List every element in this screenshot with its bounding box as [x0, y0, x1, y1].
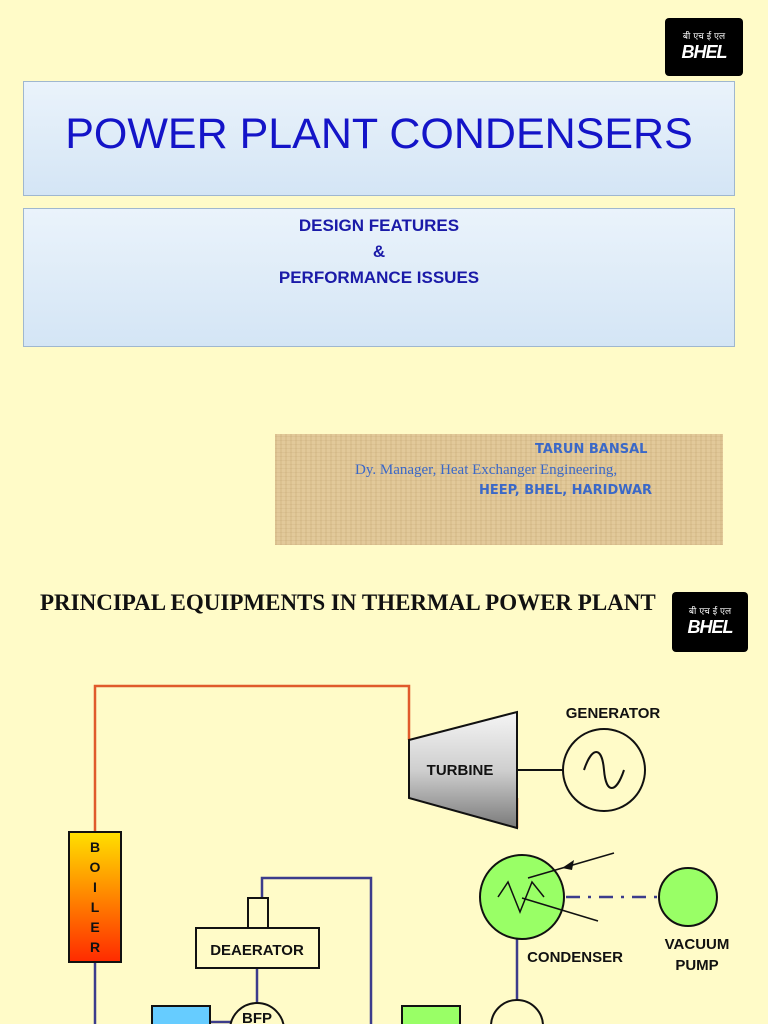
vacuum-label: VACUUM [665, 936, 730, 953]
boiler-letter-r: R [90, 939, 100, 955]
power-plant-diagram: B O I L E R TURBINE GENERATOR CONDENSER … [68, 684, 730, 1024]
lp-heater [401, 1005, 461, 1024]
cooling-water-out [521, 897, 599, 922]
vacuum-pump [658, 867, 718, 927]
boiler-letter-i: I [93, 879, 97, 895]
water-lines [93, 876, 519, 1024]
sine-wave-icon [583, 751, 625, 789]
deaerator [195, 927, 320, 969]
boiler-letter-e: E [90, 919, 99, 935]
boiler-letter-l: L [91, 899, 100, 915]
generator-label: GENERATOR [566, 705, 661, 722]
condenser-label: CONDENSER [527, 949, 623, 966]
slide2-title: PRINCIPAL EQUIPMENTS IN THERMAL POWER PL… [40, 590, 656, 615]
author-organization: HEEP, BHEL, HARIDWAR [479, 483, 653, 498]
author-name: TARUN BANSAL [535, 442, 648, 457]
logo-mark-text: BHEL [681, 42, 728, 62]
logo-hindi-text: बी एच ई एल [682, 32, 726, 42]
boiler-letter-o: O [90, 859, 101, 875]
bhel-logo-2: बी एच ई एल BHEL [672, 592, 748, 652]
boiler [68, 831, 122, 963]
boiler-letter-b: B [90, 839, 100, 855]
logo-hindi-text-2: बी एच ई एल [688, 607, 732, 617]
hp-heater [151, 1005, 211, 1024]
bhel-logo: बी एच ई एल BHEL [665, 18, 743, 76]
subtitle-line-2: & [372, 242, 386, 261]
turbine-label: TURBINE [427, 762, 494, 779]
deaerator-return-line [260, 876, 373, 1024]
author-designation: Dy. Manager, Heat Exchanger Engineering, [355, 462, 618, 478]
turbine [408, 710, 518, 830]
condensate-pump [490, 999, 544, 1024]
deaerator-vent [247, 897, 269, 929]
bfp-label: BFP [242, 1010, 272, 1024]
pump-label: PUMP [675, 957, 718, 974]
author-panel: TARUN BANSAL Dy. Manager, Heat Exchanger… [275, 434, 723, 545]
deaerator-label: DEAERATOR [210, 942, 304, 959]
title-panel: POWER PLANT CONDENSERS [23, 81, 735, 196]
subtitle-line-1: DESIGN FEATURES [298, 216, 460, 235]
slide-title: POWER PLANT CONDENSERS [65, 110, 693, 158]
condenser [479, 854, 565, 940]
subtitle-panel: DESIGN FEATURES & PERFORMANCE ISSUES [23, 208, 735, 347]
subtitle-line-3: PERFORMANCE ISSUES [278, 268, 480, 287]
arrow-head-icon [562, 860, 574, 870]
main-steam-line [93, 684, 411, 832]
boiler-feed-pump [229, 1002, 285, 1024]
logo-mark-text-2: BHEL [687, 617, 734, 637]
condenser-coil [497, 880, 545, 915]
